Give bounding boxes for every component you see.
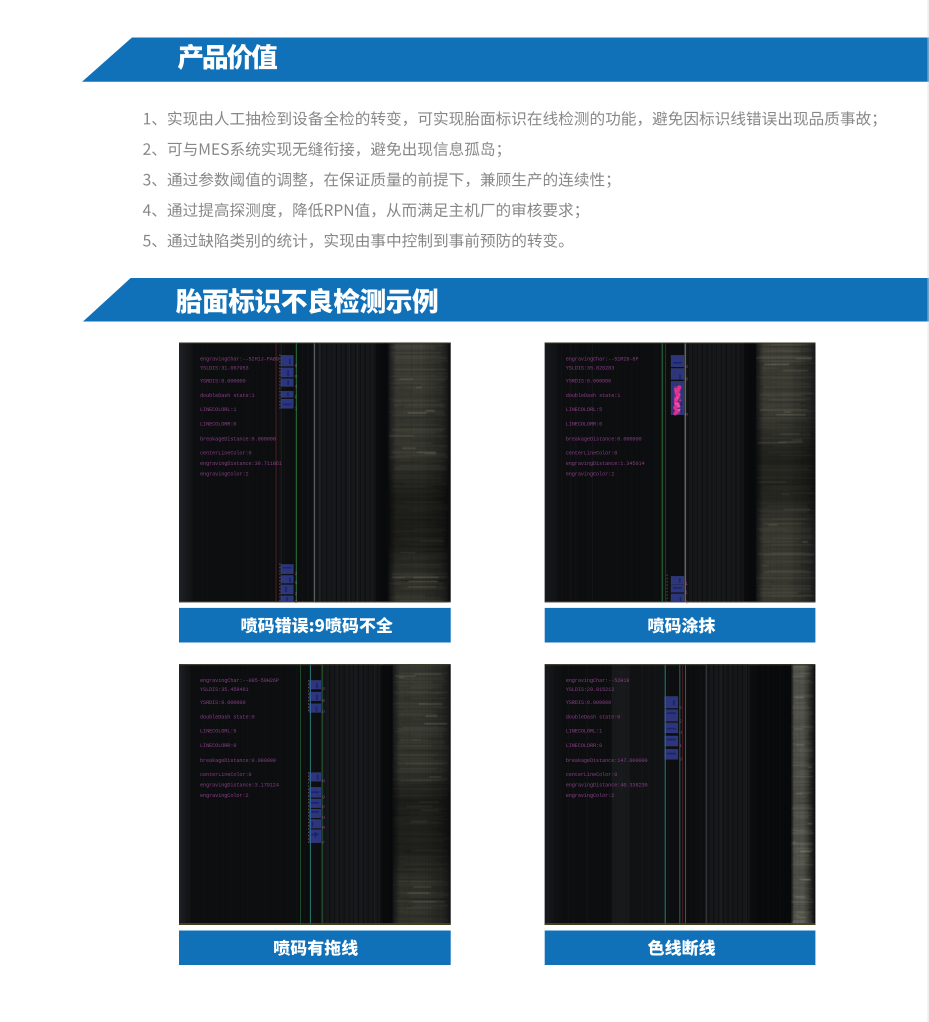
- svg-text:LINECOLORR:0: LINECOLORR:0: [200, 422, 236, 428]
- svg-text:engravingColor:2: engravingColor:2: [200, 793, 249, 799]
- svg-text:2: 2: [295, 591, 298, 597]
- svg-text:centerLineColor:0: centerLineColor:0: [566, 451, 618, 457]
- svg-text:F: F: [295, 394, 298, 400]
- svg-text:1: 1: [679, 743, 682, 749]
- svg-text:engravingDistance:3.179124: engravingDistance:3.179124: [200, 783, 279, 789]
- svg-text:P: P: [322, 805, 325, 811]
- svg-text:doubleDash state:1: doubleDash state:1: [200, 393, 255, 399]
- svg-text:2: 2: [679, 718, 682, 724]
- svg-text:4: 4: [322, 686, 325, 692]
- svg-text:doubleDash state:1: doubleDash state:1: [566, 393, 621, 399]
- svg-text:engravingColor:2: engravingColor:2: [566, 472, 615, 478]
- svg-text:H: H: [679, 730, 682, 736]
- svg-text:4: 4: [685, 364, 688, 370]
- svg-text:1: 1: [295, 405, 298, 411]
- svg-text:breakageDistance:0.000000: breakageDistance:0.000000: [566, 437, 642, 443]
- svg-text:engravingChar:--51M28-8F: engravingChar:--51M28-8F: [566, 357, 639, 363]
- svg-text:centerLineColor:0: centerLineColor:0: [200, 451, 252, 457]
- svg-text:engravingDistance:40.338230: engravingDistance:40.338230: [566, 783, 648, 789]
- svg-text:engravingColor:2: engravingColor:2: [200, 472, 249, 478]
- svg-text:0: 0: [322, 698, 325, 704]
- svg-text:engravingChar:--52H19: engravingChar:--52H19: [566, 678, 630, 684]
- svg-text:breakageDistance:147.000000: breakageDistance:147.000000: [566, 758, 648, 764]
- svg-text:YSRDIS:0.000000: YSRDIS:0.000000: [200, 379, 246, 385]
- svg-text:YSRDIS:0.000000: YSRDIS:0.000000: [200, 700, 246, 706]
- svg-text:1: 1: [685, 589, 688, 595]
- svg-text:LINECOLORR:0: LINECOLORR:0: [200, 743, 236, 749]
- svg-text:centerLineColor:0: centerLineColor:0: [566, 772, 618, 778]
- svg-text:YSLDIS:35.459461: YSLDIS:35.459461: [200, 687, 249, 693]
- svg-text:LINECOLORL:5: LINECOLORL:5: [200, 729, 236, 735]
- svg-text:doubleDash state:0: doubleDash state:0: [200, 715, 255, 721]
- svg-text:YSRDIS:0.000000: YSRDIS:0.000000: [566, 379, 612, 385]
- svg-text:engravingChar:--52H1J-PA89: engravingChar:--52H1J-PA89: [200, 357, 279, 363]
- svg-text:9: 9: [679, 756, 682, 762]
- svg-text:5: 5: [679, 705, 682, 711]
- svg-text:YSRDIS:0.000000: YSRDIS:0.000000: [566, 700, 612, 706]
- svg-text:9: 9: [295, 580, 298, 586]
- svg-text:M: M: [322, 778, 325, 784]
- svg-text:LINECOLORR:0: LINECOLORR:0: [566, 422, 602, 428]
- svg-text:H: H: [322, 815, 325, 821]
- svg-text:LINECOLORL:5: LINECOLORL:5: [566, 407, 602, 413]
- svg-text:YSLDIS:35.826283: YSLDIS:35.826283: [566, 366, 615, 372]
- svg-text:9: 9: [685, 600, 688, 606]
- svg-text:engravingDistance:39.711861: engravingDistance:39.711861: [200, 461, 282, 467]
- svg-text:M: M: [322, 825, 325, 831]
- svg-text:2: 2: [295, 571, 298, 577]
- svg-text:breakageDistance:0.000000: breakageDistance:0.000000: [200, 758, 276, 764]
- svg-text:engravingDistance:1.345014: engravingDistance:1.345014: [566, 461, 645, 467]
- svg-text:4: 4: [295, 384, 298, 390]
- svg-text:YSLDIS:29.815212: YSLDIS:29.815212: [566, 687, 615, 693]
- svg-text:centerLineColor:0: centerLineColor:0: [200, 772, 252, 778]
- svg-text:F: F: [322, 840, 325, 846]
- svg-text:engravingChar:--095-50H26P: engravingChar:--095-50H26P: [200, 678, 279, 684]
- svg-text:9: 9: [322, 794, 325, 800]
- svg-text:LINECOLORL:1: LINECOLORL:1: [200, 407, 236, 413]
- svg-text:doubleDash state:0: doubleDash state:0: [566, 715, 621, 721]
- svg-text:P: P: [322, 710, 325, 716]
- svg-text:LINECOLORL:1: LINECOLORL:1: [566, 729, 602, 735]
- svg-text:M: M: [685, 412, 688, 418]
- svg-text:M: M: [295, 374, 298, 380]
- svg-text:engravingColor:2: engravingColor:2: [566, 793, 615, 799]
- svg-text:breakageDistance:0.000000: breakageDistance:0.000000: [200, 437, 276, 443]
- svg-text:H: H: [295, 363, 298, 369]
- svg-text:YSLDIS:31.067953: YSLDIS:31.067953: [200, 366, 249, 372]
- svg-text:1: 1: [685, 581, 688, 587]
- svg-text:LINECOLORR:0: LINECOLORR:0: [566, 743, 602, 749]
- svg-text:0: 0: [685, 377, 688, 383]
